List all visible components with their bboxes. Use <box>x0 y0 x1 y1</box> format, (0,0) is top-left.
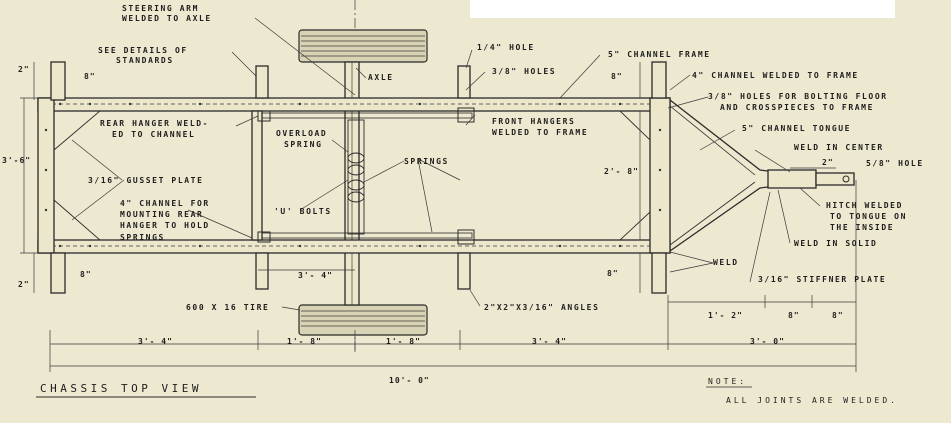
label-overload-1: OVERLOAD <box>276 129 327 138</box>
springs-assembly <box>347 119 365 235</box>
dim-bottom-left-2: 2" <box>18 280 30 289</box>
label-hitch-2: TO TONGUE ON <box>830 212 907 221</box>
label-weld-in-center: WELD IN CENTER <box>794 143 884 152</box>
dim-seg-8-b: 8" <box>832 311 844 320</box>
dim-overall-height: 3'-6" <box>2 156 31 165</box>
label-steering-arm-1: STEERING ARM <box>122 4 199 13</box>
label-front-hangers-2: WELDED TO FRAME <box>492 128 588 137</box>
label-angles: 2"X2"X3/16" ANGLES <box>484 303 600 312</box>
label-gusset: 3/16" GUSSET PLATE <box>88 176 204 185</box>
label-stiffener: 3/16" STIFFNER PLATE <box>758 275 886 284</box>
dim-seg-3-0: 3'- 0" <box>750 337 785 346</box>
label-front-hangers-1: FRONT HANGERS <box>492 117 575 126</box>
label-weld-in-solid: WELD IN SOLID <box>794 239 877 248</box>
label-channel-welded-to-frame: 4" CHANNEL WELDED TO FRAME <box>692 71 859 80</box>
label-see-details-2: STANDARDS <box>116 56 174 65</box>
label-channel-mount-1: 4" CHANNEL FOR <box>120 199 210 208</box>
blank-panel <box>470 0 895 18</box>
dim-right-2-8: 2'- 8" <box>604 167 639 176</box>
label-rear-hanger-1: REAR HANGER WELD- <box>100 119 209 128</box>
label-quarter-hole: 1/4" HOLE <box>477 43 535 52</box>
rivets <box>44 102 662 248</box>
label-channel-tongue: 5" CHANNEL TONGUE <box>742 124 851 133</box>
dim-seg-1-8-left: 1'- 8" <box>287 337 322 346</box>
dim-seg-3-4-right: 3'- 4" <box>532 337 567 346</box>
label-see-details-1: SEE DETAILS OF <box>98 46 188 55</box>
tongue <box>669 99 855 252</box>
label-channel-mount-2: MOUNTING REAR <box>120 210 203 219</box>
label-bolting-holes-2: AND CROSSPIECES TO FRAME <box>720 103 874 112</box>
label-springs: SPRINGS <box>404 157 449 166</box>
label-bolting-holes-1: 3/8" HOLES FOR BOLTING FLOOR <box>708 92 888 101</box>
drawing-title: CHASSIS TOP VIEW <box>40 382 202 395</box>
top-tire <box>298 29 428 63</box>
standards <box>50 61 667 294</box>
dim-top-left-2: 2" <box>18 65 30 74</box>
label-hitch-3: THE INSIDE <box>830 223 894 232</box>
chassis-frame <box>37 97 671 254</box>
dim-hitch-2: 2" <box>822 158 834 167</box>
leader-lines <box>71 17 821 311</box>
dim-bottom-left-8: 8" <box>80 270 92 279</box>
label-channel-mount-3: HANGER TO HOLD <box>120 221 210 230</box>
label-channel-frame: 5" CHANNEL FRAME <box>608 50 711 59</box>
bottom-tire <box>298 304 428 336</box>
dim-overall-length: 10'- 0" <box>389 376 430 385</box>
dim-right-8-top: 8" <box>611 72 623 81</box>
label-weld: WELD <box>713 258 739 267</box>
note-heading: NOTE: <box>708 377 747 386</box>
label-rear-hanger-2: ED TO CHANNEL <box>112 130 195 139</box>
label-tire: 600 X 16 TIRE <box>186 303 269 312</box>
dim-top-left-8: 8" <box>84 72 96 81</box>
note-text: ALL JOINTS ARE WELDED. <box>726 396 898 405</box>
label-channel-mount-4: SPRINGS <box>120 233 165 242</box>
dim-seg-8-a: 8" <box>788 311 800 320</box>
label-five-eighth-hole: 5/8" HOLE <box>866 159 924 168</box>
label-three-eighth-holes: 3/8" HOLES <box>492 67 556 76</box>
dim-seg-1-8-right: 1'- 8" <box>386 337 421 346</box>
label-hitch-1: HITCH WELDED <box>826 201 903 210</box>
label-axle: AXLE <box>368 73 394 82</box>
dimension-lines <box>20 62 857 372</box>
dim-seg-3-4-left: 3'- 4" <box>138 337 173 346</box>
label-u-bolts: 'U' BOLTS <box>274 207 332 216</box>
dim-right-8-bottom: 8" <box>607 269 619 278</box>
dim-mid-3-4: 3'- 4" <box>298 271 333 280</box>
label-steering-arm-2: WELDED TO AXLE <box>122 14 212 23</box>
label-overload-2: SPRING <box>284 140 323 149</box>
dim-seg-1-2: 1'- 2" <box>708 311 743 320</box>
